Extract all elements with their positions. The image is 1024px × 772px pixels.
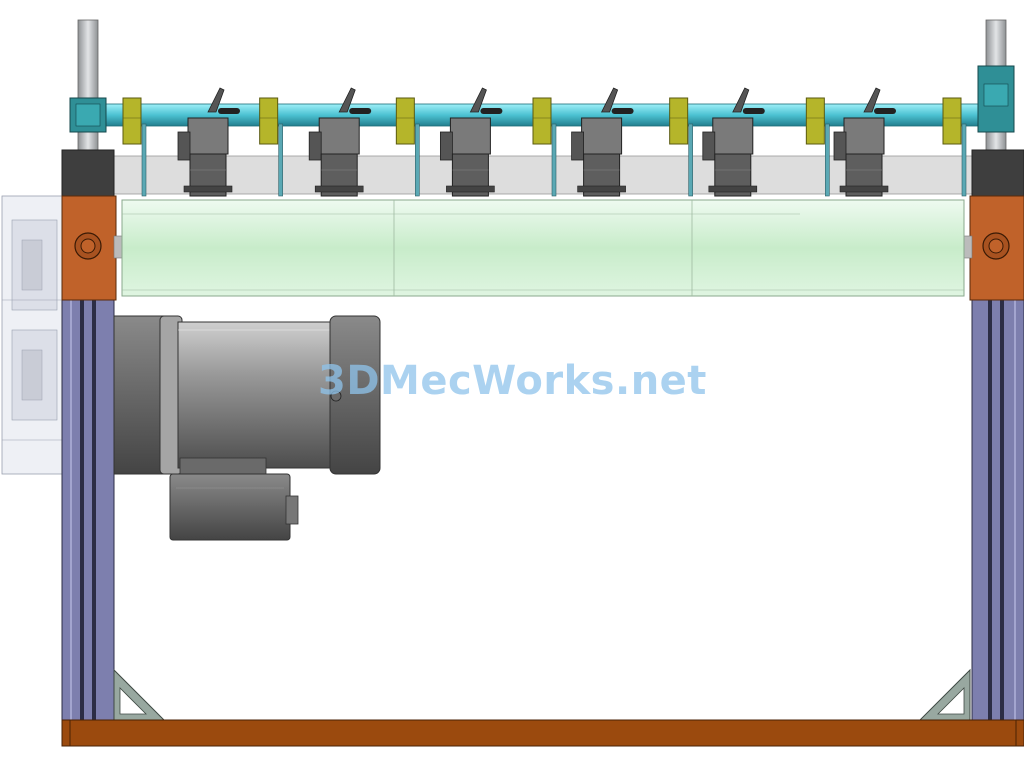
spacer-block: [259, 97, 283, 197]
cutter-unit: [571, 87, 634, 197]
spacer-block: [532, 97, 557, 197]
drive-motor: [113, 315, 381, 541]
cutter-unit: [177, 87, 240, 197]
spacer-block: [942, 97, 967, 197]
right-gusset: [918, 668, 971, 721]
base-beam: [61, 719, 1024, 747]
left-gearbox-housing: [1, 195, 63, 475]
spacer-block: [122, 97, 147, 197]
cutter-unit: [308, 87, 372, 197]
left-gusset: [113, 668, 166, 721]
cutter-unit: [439, 87, 503, 197]
cutter-unit: [833, 87, 896, 197]
spacer-block: [669, 97, 693, 197]
left-frame-post: [61, 149, 115, 723]
right-frame-post: [971, 149, 1024, 723]
spacer-block: [395, 97, 420, 197]
left-bearing-block: [61, 195, 117, 301]
feed-roller: [113, 199, 973, 297]
right-shaft-clamp: [977, 65, 1015, 133]
right-bearing-block: [969, 195, 1024, 301]
left-shaft-clamp: [69, 97, 107, 133]
cutter-unit: [702, 87, 765, 197]
left-guide-rod: [77, 19, 99, 156]
cutter-units: [177, 87, 896, 197]
spacer-block: [805, 97, 830, 197]
spacer-blocks: [122, 97, 967, 197]
